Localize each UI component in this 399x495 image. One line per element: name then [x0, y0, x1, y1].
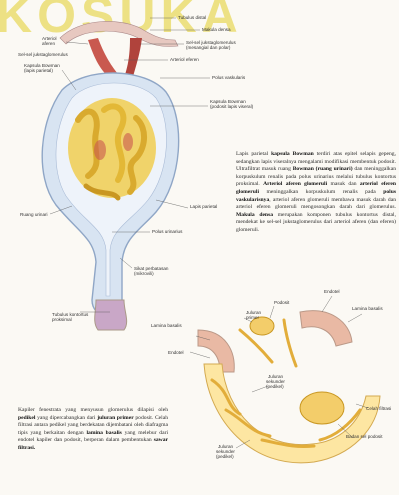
label-celah-filtrasi: Celah filtrasi [366, 406, 391, 411]
label-podosit: Podosit [274, 300, 289, 305]
label-endotel-left: Endotel [168, 350, 184, 355]
label-badan-sel-podosit: Badan sel podosit [346, 434, 383, 439]
label-lamina-basalis-right: Lamina basalis [352, 306, 383, 311]
label-juluran-sekunder-1c: (pedikel) [266, 384, 284, 389]
label-endotel-top: Endotel [324, 289, 340, 294]
label-lamina-basalis-left: Lamina basalis [151, 323, 182, 328]
paragraph-left: Kapiler fenestrata yang menyusun glomeru… [18, 407, 168, 453]
label-juluran-sekunder-2c: (pedikel) [216, 454, 234, 459]
label-juluran-primer-2: primer [246, 315, 259, 320]
